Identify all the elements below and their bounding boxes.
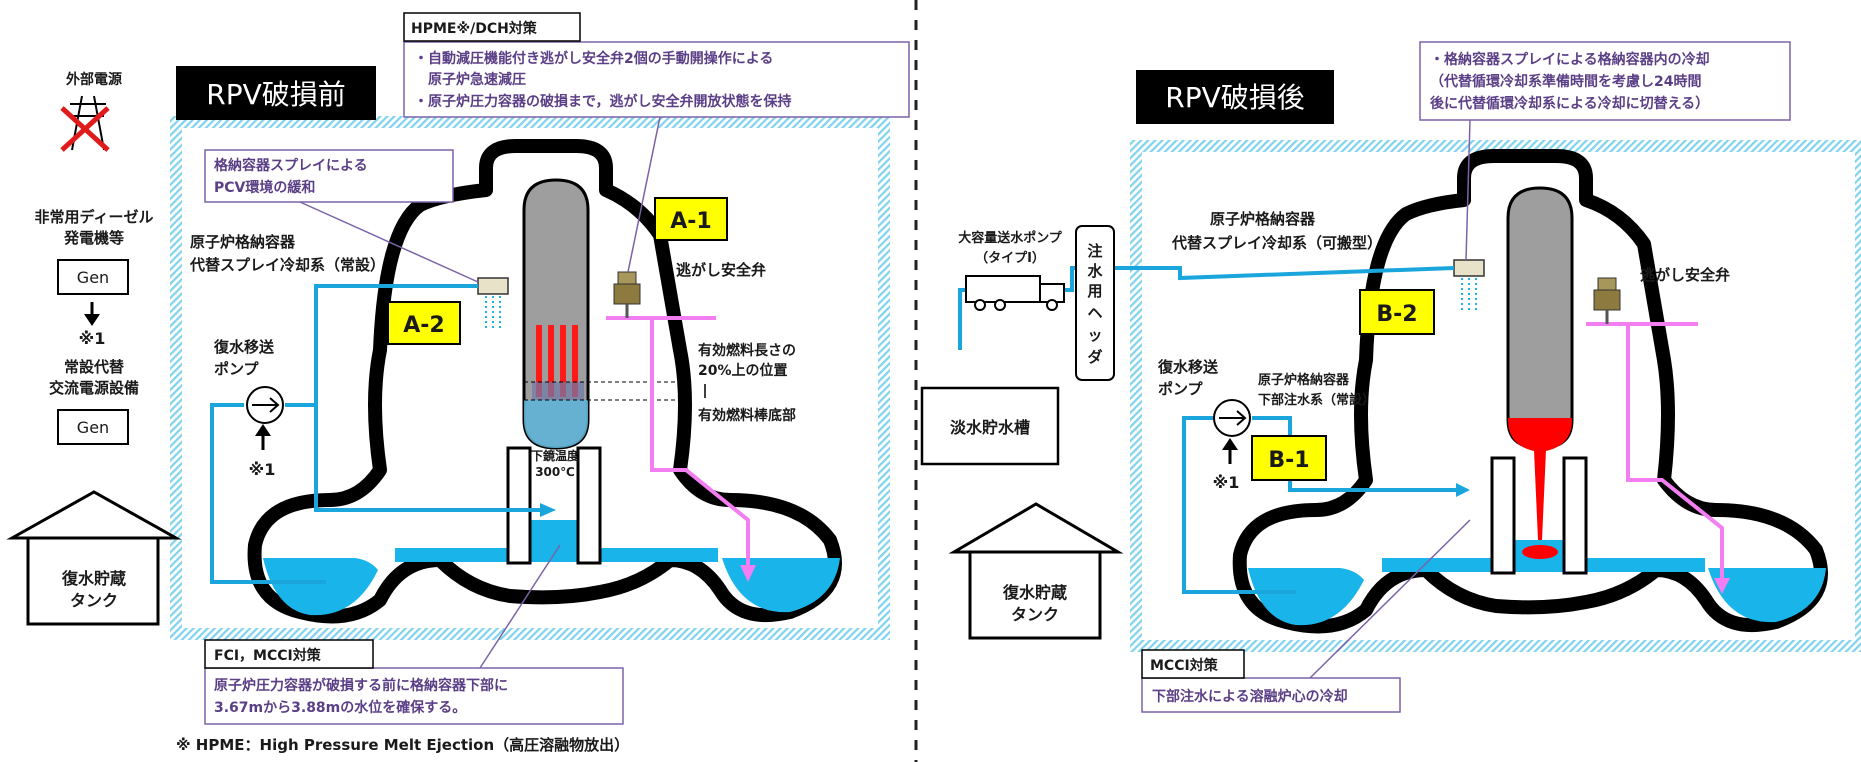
badge-b1-label: B-1 (1268, 448, 1309, 473)
callout-hpme-line1: ・自動減圧機能付き逃がし安全弁2個の手動開操作による (414, 50, 773, 67)
callout-cooling-line3: 後に代替循環冷却系による冷却に切替える） (1430, 95, 1709, 112)
badge-a2-label: A-2 (403, 313, 444, 338)
lower-system-label-2: 下部注水系（常設） (1258, 392, 1375, 408)
callout-cooling-line2: （代替循環冷却系準備時間を考慮し24時間 (1430, 73, 1701, 90)
house-tank-icon-right (948, 502, 1124, 640)
fresh-water-tank (920, 386, 1060, 466)
srv-valve-icon-right (1593, 277, 1621, 324)
pump-note: ※1 (249, 460, 276, 479)
callout-containment-cooling: ・格納容器スプレイによる格納容器内の冷却 （代替循環冷却系準備時間を考慮し24時… (1419, 41, 1791, 261)
left-panel: RPV破損前 (6, 12, 910, 754)
pump-label-2: ポンプ (214, 360, 260, 378)
badge-b1 (1251, 435, 1327, 481)
spray-system-label-2: 代替スプレイ冷却系（常設） (189, 256, 385, 274)
pedestal-right (576, 446, 602, 565)
truck-label-2: （タイプⅠ） (975, 250, 1045, 266)
section-label-box-right (1136, 70, 1334, 124)
gen-box-1 (57, 259, 129, 295)
callout-fci: FCI，MCCI対策 原子炉圧力容器が破損する前に格納容器下部に 3.67mから… (204, 544, 624, 725)
pylon-icon (60, 95, 110, 152)
reactor-building-frame-right (1130, 140, 1861, 652)
pump-right-note: ※1 (1213, 473, 1240, 492)
spray-system-label-1: 原子炉格納容器 (190, 233, 296, 251)
callout-mcci-line1: 下部注水による溶融炉心の冷却 (1152, 688, 1348, 705)
gen-note: ※1 (79, 329, 106, 348)
callout-hpme-line2: 原子炉急速減圧 (428, 71, 526, 88)
header-char-5: ッ (1087, 326, 1102, 344)
edg-label-1: 非常用ディーゼル (35, 208, 154, 226)
fuel-level-label-1: 有効燃料長さの (698, 342, 796, 359)
header-char-3: 用 (1087, 282, 1102, 300)
section-label: RPV破損前 (206, 78, 346, 111)
callout-fci-title: FCI，MCCI対策 (214, 647, 322, 664)
pump-label-1: 復水移送 (213, 338, 275, 356)
reactor-pressure-vessel-right (1506, 186, 1574, 559)
lower-system-label-1: 原子炉格納容器 (1258, 372, 1350, 388)
spray-system-right-label-1: 原子炉格納容器 (1210, 210, 1316, 228)
ac-label-2: 交流電源設備 (49, 379, 139, 397)
fresh-water-tank-label: 淡水貯水槽 (950, 418, 1030, 437)
pedestal-left (506, 446, 532, 565)
reactor-pressure-vessel (522, 178, 590, 450)
callout-hpme-line3: ・原子炉圧力容器の破損まで，逃がし安全弁開放状態を保持 (414, 93, 791, 110)
callout-cooling-line1: ・格納容器スプレイによる格納容器内の冷却 (1430, 51, 1710, 68)
head-temp-label-2: 300℃ (535, 465, 575, 479)
tank-label-right-2: タンク (1011, 605, 1059, 624)
callout-spray: 格納容器スプレイによる PCV環境の緩和 (204, 149, 479, 283)
callout-fci-line1: 原子炉圧力容器が破損する前に格納容器下部に (214, 677, 508, 694)
badge-b2-label: B-2 (1376, 302, 1417, 327)
grid-label: 外部電源 (66, 71, 122, 88)
pump-icon-right (1213, 399, 1251, 437)
pedestal-right-right (1562, 456, 1588, 575)
fuel-bottom-label: 有効燃料棒底部 (698, 407, 796, 424)
tank-label-2: タンク (70, 591, 118, 610)
callout-fci-line2: 3.67mから3.88mの水位を確保する。 (214, 699, 466, 716)
ac-label-1: 常設代替 (64, 358, 125, 376)
gen-label-2: Gen (77, 418, 109, 437)
spray-nozzle-icon (477, 277, 509, 330)
truck-icon (965, 275, 1065, 311)
section-label-right: RPV破損後 (1165, 81, 1305, 114)
footnote: ※ HPME：High Pressure Melt Ejection（高圧溶融物… (176, 736, 629, 754)
badge-a1-label: A-1 (670, 209, 711, 234)
pedestal-left-right (1490, 456, 1516, 575)
pump-icon (246, 386, 284, 424)
injection-header (1075, 225, 1115, 381)
callout-spray-line1: 格納容器スプレイによる (214, 157, 368, 174)
header-char-6: ダ (1087, 348, 1102, 366)
callout-spray-line2: PCV環境の緩和 (214, 179, 315, 196)
gen-label-1: Gen (77, 268, 109, 287)
reactor-building-frame (170, 116, 890, 640)
truck-label-1: 大容量送水ポンプ (958, 230, 1063, 246)
badge-b2 (1359, 289, 1435, 335)
tank-label-right-1: 復水貯蔵 (1002, 583, 1067, 602)
srv-label: 逃がし安全弁 (676, 261, 766, 279)
gen-box-2 (57, 409, 129, 445)
srv-valve-icon (613, 271, 641, 318)
injection-header-label: 注 水 用 ヘ ッ ダ (1087, 242, 1103, 366)
srv-right-label: 逃がし安全弁 (1640, 266, 1730, 284)
fuel-level-label-2: 20%上の位置 (698, 362, 788, 379)
spray-system-right-label-2: 代替スプレイ冷却系（可搬型） (1171, 234, 1382, 252)
callout-mcci-title: MCCI対策 (1150, 657, 1219, 674)
header-char-4: ヘ (1087, 304, 1102, 322)
pump-right-label-1: 復水移送 (1157, 358, 1219, 376)
callout-hpme: HPME※/DCH対策 ・自動減圧機能付き逃がし安全弁2個の手動開操作による 原… (403, 12, 910, 273)
head-temp-label-1: 下鏡温度 (531, 448, 580, 463)
edg-label-2: 発電機等 (63, 229, 124, 247)
right-panel: RPV破損後 (920, 41, 1861, 713)
callout-hpme-title: HPME※/DCH対策 (411, 20, 538, 37)
header-char-1: 注 (1087, 242, 1102, 260)
pump-right-label-2: ポンプ (1158, 380, 1204, 398)
badge-a1 (654, 197, 728, 241)
header-char-2: 水 (1087, 262, 1103, 280)
callout-mcci: MCCI対策 下部注水による溶融炉心の冷却 (1141, 519, 1471, 713)
section-label-box (176, 66, 376, 120)
tank-label-1: 復水貯蔵 (61, 569, 126, 588)
house-tank-icon (6, 490, 182, 626)
badge-a2 (387, 301, 461, 345)
